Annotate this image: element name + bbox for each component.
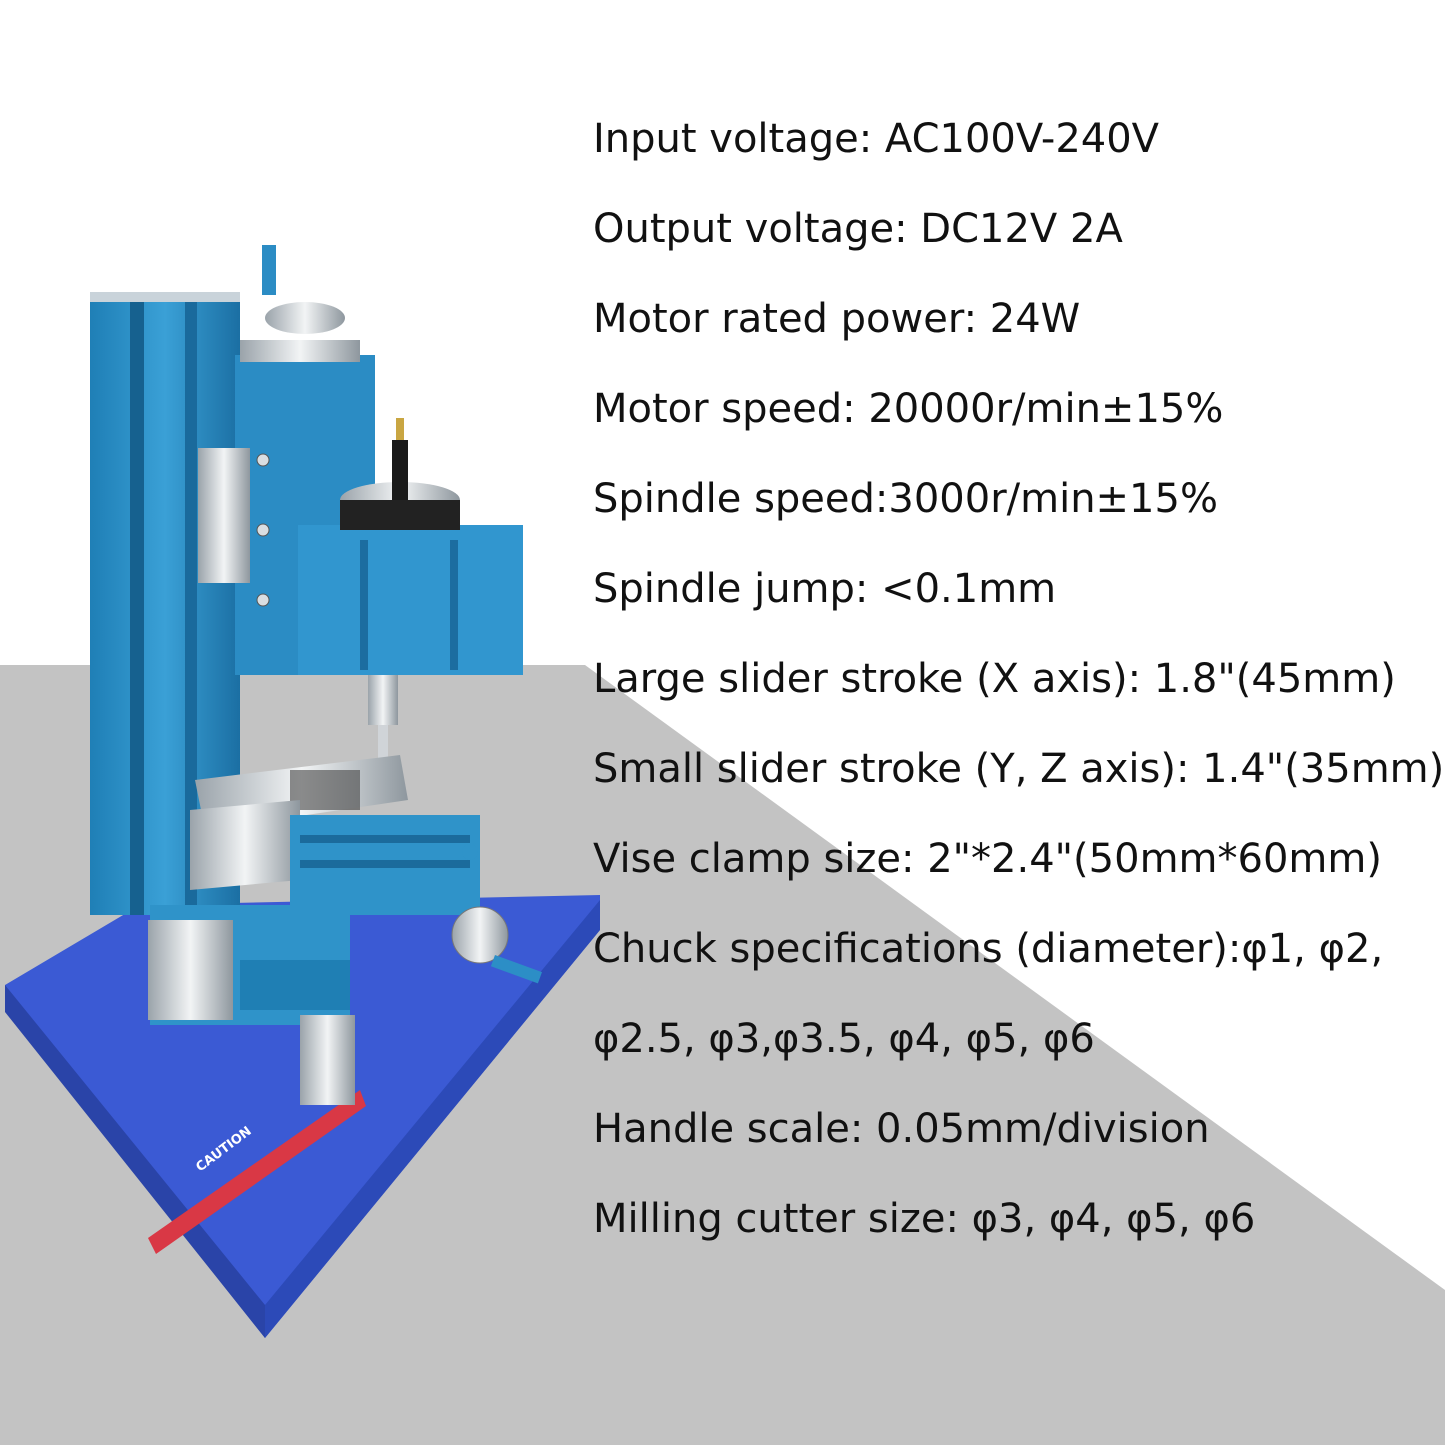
mini-milling-machine-photo: CAUTION: [5, 245, 600, 1338]
spec-milling-cutter-size: Milling cutter size: φ3, φ4, φ5, φ6: [593, 1196, 1256, 1242]
spec-chuck-specifications: Chuck specifications (diameter):φ1, φ2,: [593, 926, 1384, 972]
spec-spindle-speed: Spindle speed:3000r/min±15%: [593, 476, 1218, 522]
spec-output-voltage: Output voltage: DC12V 2A: [593, 206, 1123, 252]
spec-motor-speed: Motor speed: 20000r/min±15%: [593, 386, 1224, 432]
spec-handle-scale: Handle scale: 0.05mm/division: [593, 1106, 1210, 1152]
spec-input-voltage: Input voltage: AC100V-240V: [593, 116, 1160, 162]
spec-large-slider-stroke: Large slider stroke (X axis): 1.8"(45mm): [593, 656, 1396, 702]
spec-chuck-specifications-cont: φ2.5, φ3,φ3.5, φ4, φ5, φ6: [593, 1016, 1095, 1062]
spec-small-slider-stroke: Small slider stroke (Y, Z axis): 1.4"(35…: [593, 746, 1445, 792]
specification-list: Input voltage: AC100V-240V Output voltag…: [593, 108, 1445, 1278]
spec-motor-power: Motor rated power: 24W: [593, 296, 1081, 342]
spec-spindle-jump: Spindle jump: <0.1mm: [593, 566, 1057, 612]
spec-vise-clamp-size: Vise clamp size: 2"*2.4"(50mm*60mm): [593, 836, 1382, 882]
